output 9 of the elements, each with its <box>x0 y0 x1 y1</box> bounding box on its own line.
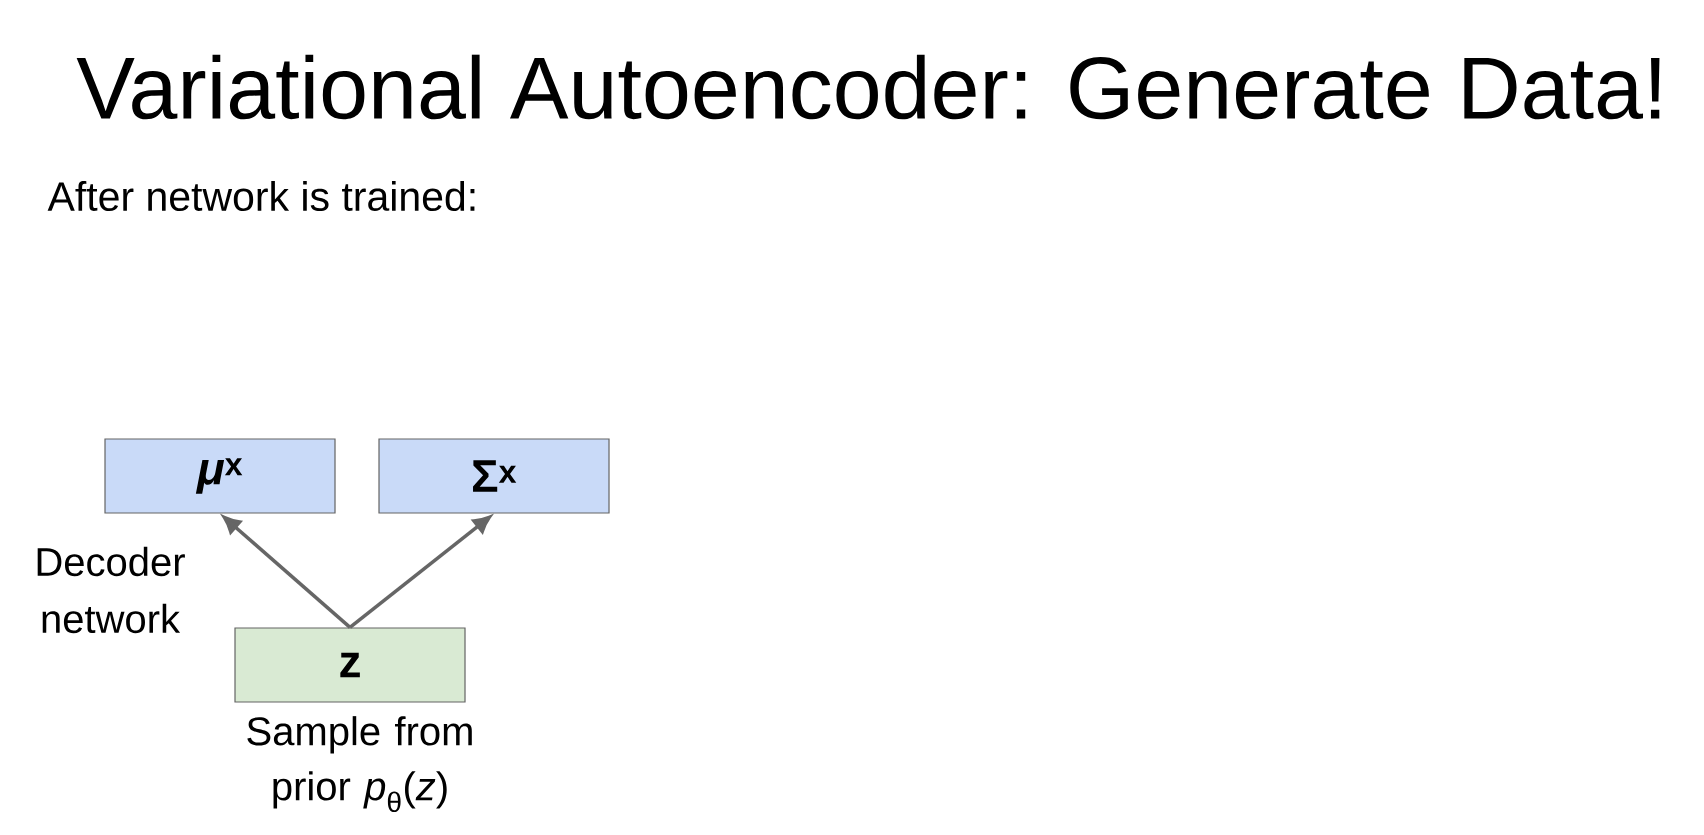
network-label: Decoder network <box>37 546 185 634</box>
subtitle: After network is trained: <box>47 180 475 212</box>
arrow <box>348 515 491 629</box>
mean-box: μ$^{x}$ <box>104 438 336 514</box>
title: Variational Autoencoder: Generate Data! <box>76 54 1660 120</box>
arrow <box>222 515 352 629</box>
covariance-box: Σ$^{x}$ <box>378 438 610 514</box>
node-label: Sample from prior p$_{θ}$(z) <box>247 716 472 813</box>
latent-box: z <box>234 627 466 703</box>
